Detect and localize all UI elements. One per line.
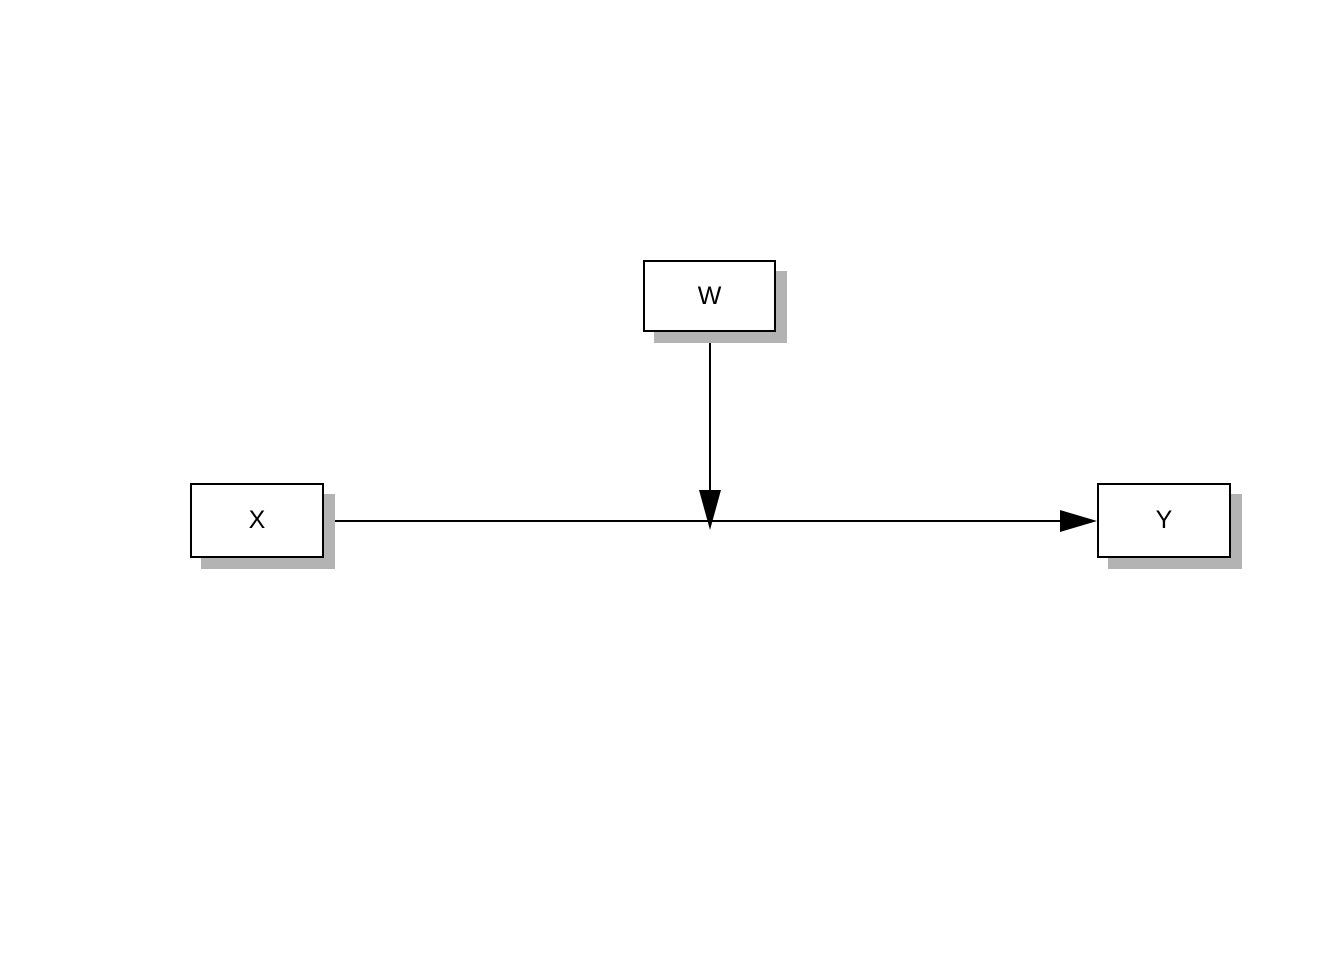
node-y-label: Y bbox=[1155, 506, 1173, 534]
node-w: W bbox=[643, 260, 776, 332]
arrowhead-w-to-xy-path-icon bbox=[699, 490, 721, 530]
node-w-label: W bbox=[697, 281, 722, 310]
edge-line-x-to-y bbox=[335, 520, 1060, 522]
node-y: Y bbox=[1097, 483, 1231, 558]
edge-line-w-to-xy-path bbox=[709, 332, 711, 492]
arrowhead-x-to-y-icon bbox=[1060, 510, 1097, 532]
node-x-label: X bbox=[248, 506, 266, 534]
node-x: X bbox=[190, 483, 324, 558]
